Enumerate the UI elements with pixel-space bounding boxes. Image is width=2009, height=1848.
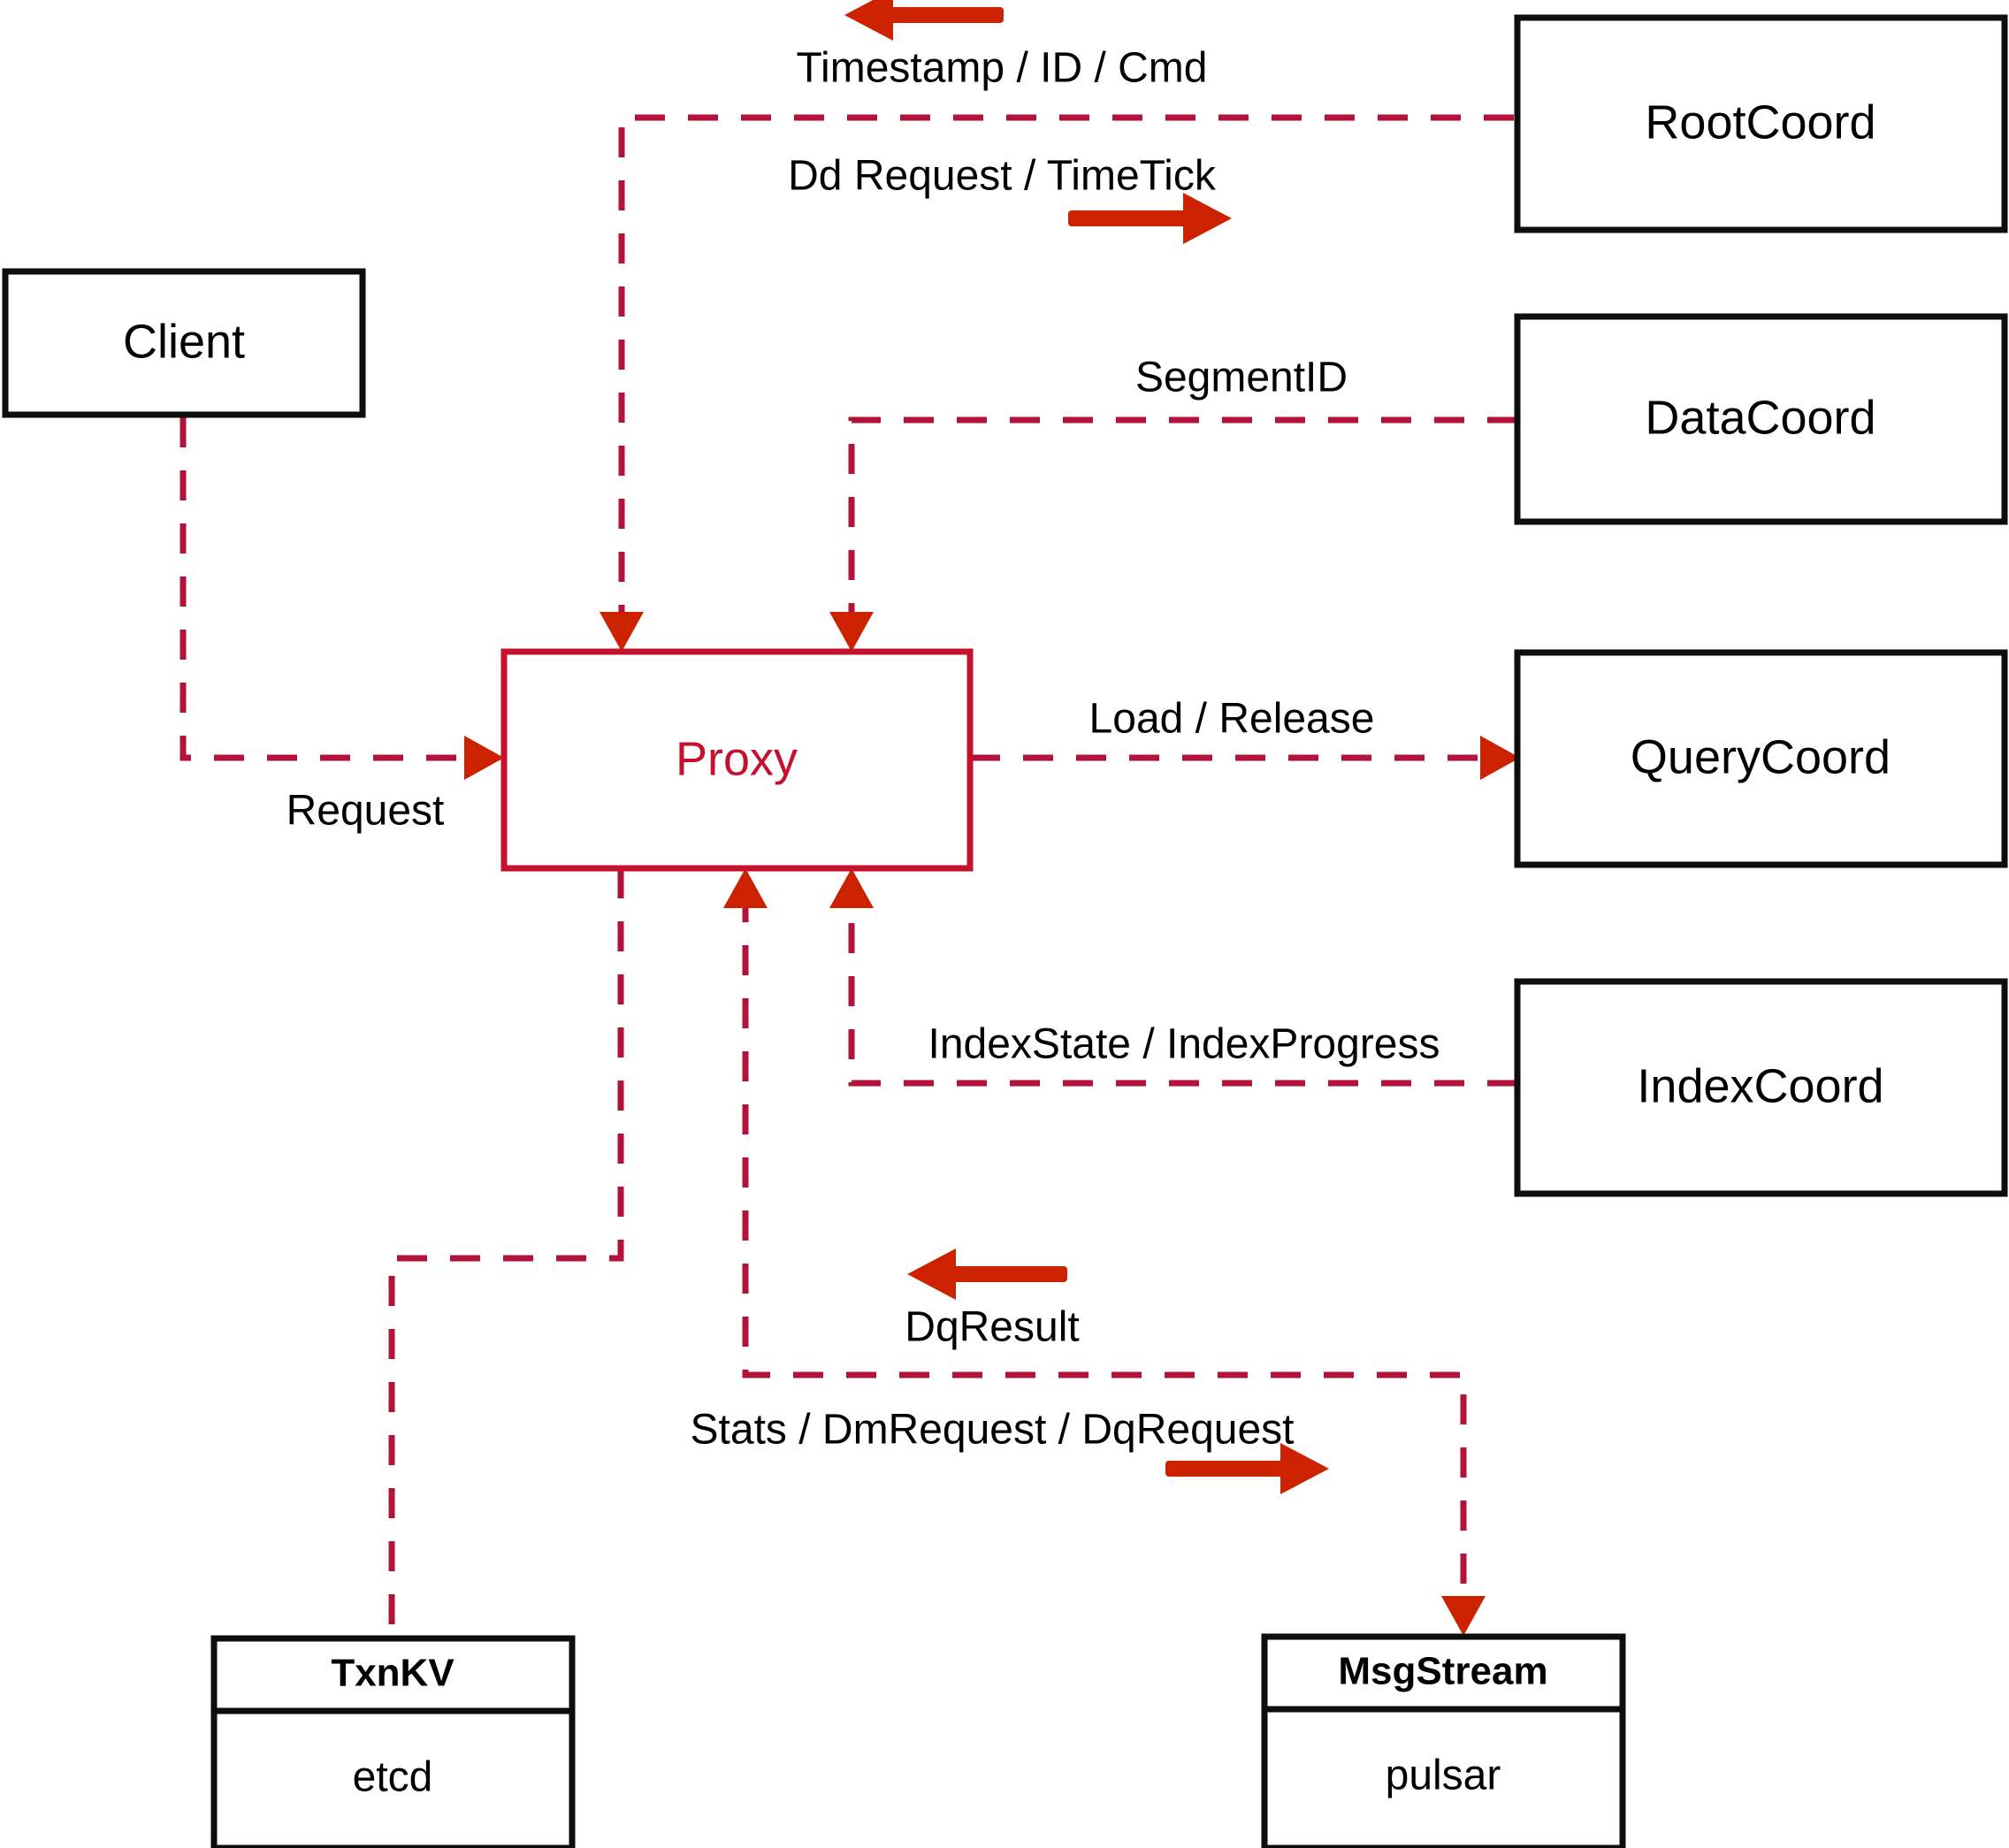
node-indexcoord-label: IndexCoord (1637, 1059, 1883, 1112)
edge-label-stats-dm-dq: Stats / DmRequest / DqRequest (691, 1407, 1295, 1454)
node-rootcoord-label: RootCoord (1645, 95, 1875, 149)
node-txnkv[interactable]: TxnKV etcd (210, 1635, 576, 1848)
node-client[interactable]: Client (2, 268, 366, 418)
node-rootcoord[interactable]: RootCoord (1514, 14, 2008, 233)
node-proxy[interactable]: Proxy (500, 648, 974, 872)
direction-arrow-timestamp (844, 0, 1004, 41)
edge-label-timestamp-id-cmd: Timestamp / ID / Cmd (797, 45, 1208, 92)
edge-request (180, 417, 504, 780)
edge-segment-id (829, 416, 1517, 652)
edge-timestamp-id-cmd (600, 114, 1514, 652)
direction-arrow-dd-request (1068, 193, 1232, 244)
edge-proxy-txnkv (388, 868, 624, 1674)
edge-label-dq-result: DqResult (905, 1304, 1079, 1351)
node-querycoord-label: QueryCoord (1631, 730, 1891, 783)
edge-label-dd-request: Dd Request / TimeTick (788, 153, 1217, 200)
node-proxy-label: Proxy (676, 732, 798, 785)
node-indexcoord[interactable]: IndexCoord (1514, 978, 2008, 1197)
edge-label-index-state: IndexState / IndexProgress (928, 1021, 1440, 1068)
edge-index-state (829, 868, 1517, 1087)
node-msgstream-sublabel: pulsar (1386, 1753, 1501, 1799)
edge-label-segment-id: SegmentID (1135, 355, 1348, 401)
edge-label-request: Request (286, 788, 445, 835)
edge-load-release (970, 736, 1520, 780)
node-txnkv-sublabel: etcd (353, 1754, 433, 1801)
node-msgstream[interactable]: MsgStream pulsar (1261, 1633, 1626, 1848)
node-msgstream-label: MsgStream (1338, 1650, 1547, 1693)
edge-label-load-release: Load / Release (1089, 696, 1375, 743)
node-txnkv-label: TxnKV (331, 1652, 455, 1695)
direction-arrow-dqresult (907, 1249, 1067, 1300)
node-datacoord-label: DataCoord (1645, 391, 1875, 444)
edge-msgstream (723, 868, 1486, 1636)
node-datacoord[interactable]: DataCoord (1514, 313, 2008, 525)
node-client-label: Client (123, 315, 245, 368)
direction-arrow-stats (1165, 1443, 1329, 1494)
node-querycoord[interactable]: QueryCoord (1514, 649, 2008, 868)
